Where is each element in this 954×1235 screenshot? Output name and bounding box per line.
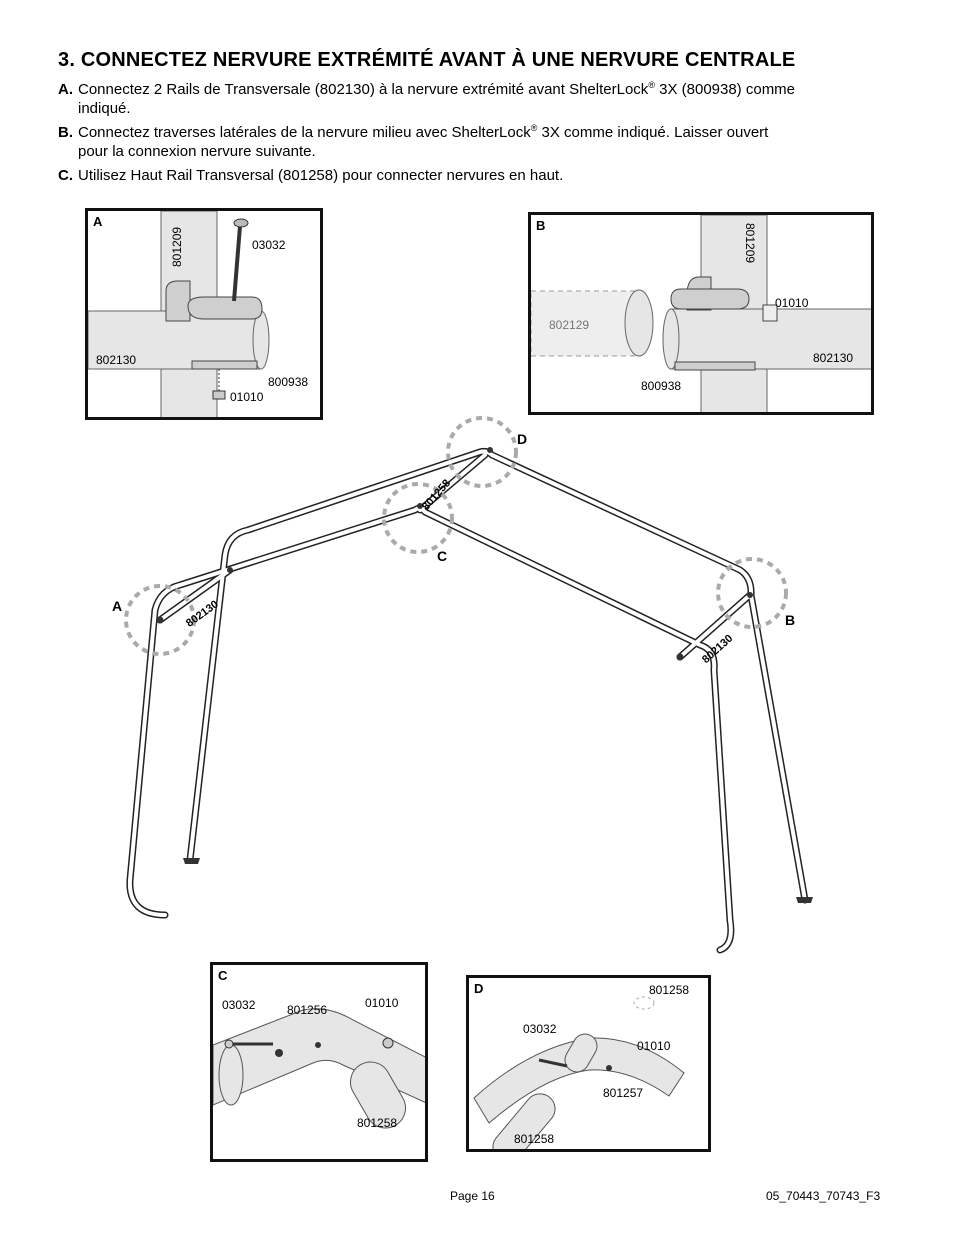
detail-panel-c: C 03032 801256 01010 801258: [210, 962, 428, 1162]
callout-a: A: [112, 598, 123, 614]
callout-c: C: [437, 548, 448, 564]
step-c: C.Utilisez Haut Rail Transversal (801258…: [58, 167, 564, 184]
page-number: Page 16: [450, 1189, 495, 1203]
detail-panel-a: A 801209 03032 802130 800938 01010: [85, 208, 323, 420]
detail-panel-d: D 801258 03032 01010 801257 801258: [466, 975, 711, 1152]
page-heading: 3. CONNECTEZ NERVURE EXTRÉMITÉ AVANT À U…: [58, 49, 796, 71]
step-a: A.Connectez 2 Rails de Transversale (802…: [58, 80, 796, 118]
document-code: 05_70443_70743_F3: [766, 1189, 881, 1203]
step-b: B.Connectez traverses latérales de la ne…: [58, 123, 769, 161]
callout-b: B: [785, 612, 796, 628]
callout-d: D: [517, 431, 528, 447]
detail-panel-b: B 801209 01010 802129 802130 800938: [528, 212, 874, 415]
